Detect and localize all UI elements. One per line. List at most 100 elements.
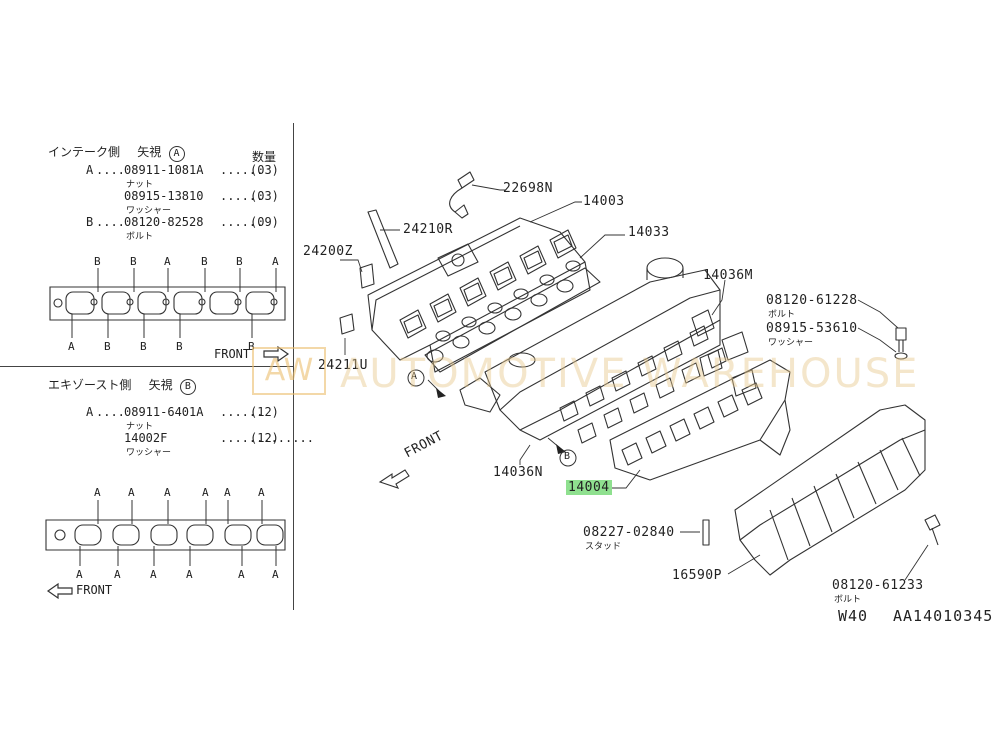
gasket-letter-bottom: A [272, 568, 279, 580]
manifold-runner-port [645, 430, 667, 454]
gasket-letter-bottom: A [68, 340, 75, 353]
part-qty-dots: ...... [220, 215, 264, 229]
footer-code-aa: AA14010345 [893, 607, 994, 625]
part-description: ワッシャー [126, 206, 172, 216]
gasket-letter-bottom: B [176, 340, 183, 353]
intake-runner-inner [553, 234, 573, 254]
callout-08227-02840-sub: スタッド [585, 542, 622, 552]
bolt-08120-61233 [924, 514, 941, 546]
exhaust-view-circle: B [179, 379, 196, 395]
heat-shield-rib [791, 497, 811, 547]
main-front-arrow-icon [378, 469, 410, 489]
bolt-hole [162, 298, 170, 306]
intake-runner-inner [493, 266, 513, 286]
gasket-letter-bottom: A [238, 568, 245, 580]
arrow-b-letter: B [564, 451, 571, 462]
gasket-port [530, 293, 548, 307]
bolt-hole [234, 298, 242, 306]
part-key: A [86, 405, 94, 419]
qty-header: 数量 [252, 150, 277, 164]
intake-header: インテーク側 矢視 A [48, 143, 185, 162]
intake-view-label: 矢視 [137, 145, 162, 159]
gasket-letter-bottom: B [248, 340, 255, 353]
part-qty: (12) [250, 431, 279, 445]
gasket-port [426, 349, 444, 363]
exhaust-view-label: 矢視 [148, 378, 173, 392]
exhaust-port [112, 524, 140, 546]
gasket-port [435, 330, 451, 342]
intake-port [101, 291, 131, 315]
gasket-letter-top: B [130, 255, 137, 268]
part-description: ワッシャー [126, 448, 172, 458]
intake-port [173, 291, 203, 315]
part-qty: (03) [250, 189, 279, 203]
part-leader-dots: .... [96, 163, 125, 177]
gasket-letter-top: A [272, 255, 279, 268]
head-exhaust-port [577, 422, 597, 444]
head-exhaust-port [603, 407, 623, 429]
callout-08120-61228-sub: ボルト [768, 310, 796, 320]
callout-08227-02840: 08227-02840 [583, 525, 675, 540]
heat-shield-rib [879, 449, 899, 491]
heat-shield-rib [835, 473, 855, 519]
callout-14004-highlight: 14004 [566, 480, 612, 495]
intake-view-circle: A [168, 146, 185, 162]
bolt-hole [270, 298, 278, 306]
intake-port [65, 291, 95, 315]
head-exhaust-port [611, 370, 631, 392]
part-qty-dots: ...... [220, 405, 264, 419]
manifold-runner-port [669, 418, 691, 442]
gasket-port [504, 307, 522, 321]
exhaust-port [224, 524, 252, 546]
view-a-circle [407, 369, 425, 387]
part-description: ナット [126, 180, 154, 190]
part-leader-dots: .... [96, 405, 125, 419]
bolt-hole [54, 529, 66, 541]
sensor-22698N [449, 171, 475, 219]
manifold-runner-port [693, 406, 715, 430]
exhaust-manifold-14004 [609, 359, 791, 481]
part-qty: (03) [250, 163, 279, 177]
bolt-08120-61228 [894, 327, 908, 360]
callout-14036M: 14036M [703, 268, 753, 283]
callout-16590P: 16590P [672, 568, 722, 583]
head-exhaust-port [559, 400, 579, 422]
gasket-letter-top: A [164, 486, 171, 499]
callout-24210R: 24210R [403, 222, 453, 237]
gasket-port [556, 279, 574, 293]
arrow-a-letter: A [411, 371, 418, 382]
heat-shield-rib [901, 437, 921, 477]
gasket-letter-top: A [94, 486, 101, 499]
gasket-port [565, 260, 581, 272]
head-exhaust-port [681, 362, 701, 384]
gasket-port [461, 316, 477, 328]
intake-runner-inner [523, 250, 543, 270]
part-qty-dots: ...... [220, 189, 264, 203]
intake-port [245, 291, 275, 315]
panel-divider-vertical [293, 123, 294, 610]
gasket-letter-bottom: A [114, 568, 121, 580]
gasket-letter-bottom: A [150, 568, 157, 580]
bolt-hole [53, 298, 63, 308]
view-b-circle [559, 449, 577, 467]
clip-24211U [339, 313, 355, 335]
bracket-24210R [367, 209, 399, 269]
intake-runner-inner [433, 298, 453, 318]
heat-shield-rib [813, 485, 833, 533]
intake-runner-port [519, 245, 547, 275]
gasket-port [452, 335, 470, 349]
cylinder-head [459, 257, 721, 441]
gasket-letter-bottom: A [186, 568, 193, 580]
part-qty-dots: ...... [220, 163, 264, 177]
bolt-hole [126, 298, 134, 306]
callout-22698N: 22698N [503, 181, 553, 196]
panel-divider-horizontal [0, 366, 293, 367]
gasket-letter-bottom: A [76, 568, 83, 580]
gasket-letter-top: A [224, 486, 231, 499]
exhaust-port [150, 524, 178, 546]
intake-runner-inner [463, 282, 483, 302]
footer-code-w40: W40 [838, 607, 869, 625]
callout-08120-61228: 08120-61228 [766, 293, 858, 308]
